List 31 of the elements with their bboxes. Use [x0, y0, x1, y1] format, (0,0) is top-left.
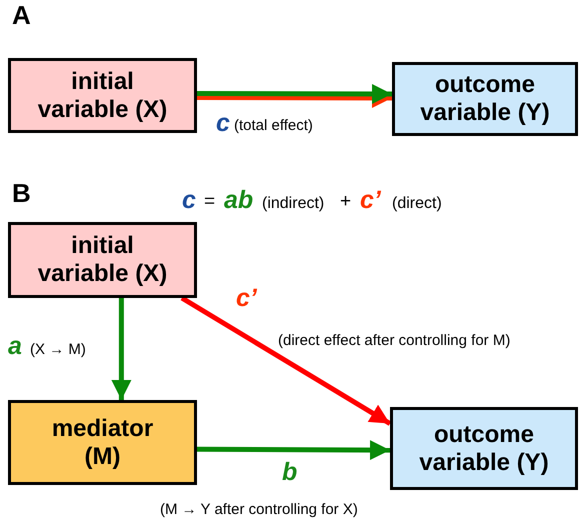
- panel-letter: A: [12, 2, 31, 28]
- annotation-text: +: [340, 192, 352, 211]
- edge-label: b: [282, 460, 298, 485]
- annotation-text: (M → Y after controlling for X): [160, 502, 358, 517]
- annotation-text: (direct): [392, 196, 442, 212]
- annotation-text: c’: [360, 188, 381, 213]
- box-text: initial variable (X): [36, 68, 168, 124]
- arrow: [111, 298, 132, 400]
- arrow: [196, 440, 390, 460]
- annotation-text: c: [182, 188, 196, 213]
- annotation-text: (direct effect after controlling for M): [278, 333, 510, 348]
- edge-label: a: [8, 334, 22, 359]
- annotation-text: (total effect): [234, 118, 313, 133]
- variable-box: [8, 58, 197, 133]
- box-text: outcome variable (Y): [418, 420, 550, 476]
- edge-label: c’: [236, 286, 257, 311]
- box-text: initial variable (X): [36, 232, 168, 288]
- panel-letter: B: [12, 180, 31, 206]
- variable-box: [390, 407, 578, 490]
- annotation-text: ab: [224, 188, 254, 213]
- arrow: [197, 84, 392, 108]
- variable-box: [8, 400, 197, 485]
- edge-label: c: [216, 111, 230, 136]
- arrow: [180, 296, 392, 426]
- variable-box: [392, 62, 578, 136]
- annotation-text: (indirect): [262, 196, 324, 212]
- annotation-text: (X → M): [30, 342, 86, 357]
- annotation-text: =: [204, 192, 216, 211]
- box-text: mediator (M): [50, 414, 154, 470]
- box-text: outcome variable (Y): [419, 71, 551, 127]
- variable-box: [8, 222, 197, 298]
